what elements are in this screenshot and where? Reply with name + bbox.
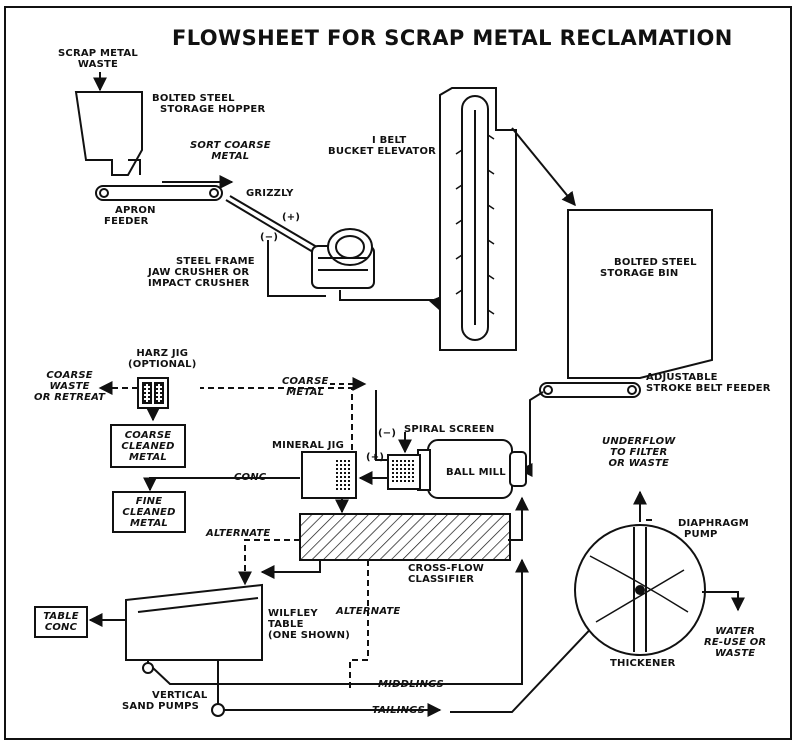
sand-pump-1 [142,662,154,674]
label-screen-minus: (−) [378,428,397,439]
screen-oversize-line [375,390,388,461]
label-ball-mill: BALL MILL [446,467,506,478]
wilfley-table [125,583,263,661]
label-alternate-1: ALTERNATE [206,528,271,539]
label-grizzly-minus: (−) [260,232,279,243]
diagram-frame [4,6,792,740]
crusher-flywheel [327,228,373,266]
apron-roller-left [99,188,109,198]
middlings-line [152,558,529,685]
storage-hopper [74,91,143,176]
crusher-to-elevator [339,290,442,312]
sand-pump-2 [211,703,225,717]
hopper-gate [128,159,141,175]
label-grizzly: GRIZZLY [246,188,294,199]
apron-roller-right [209,188,219,198]
label-alternate-2: ALTERNATE [336,606,401,617]
coarse-metal-dashed [200,387,353,450]
elevator-to-bin [511,127,576,207]
label-conc: CONC [234,472,267,483]
water-arrow [702,591,745,612]
label-mineral-jig: MINERAL JIG [272,440,345,451]
label-spiral-screen: SPIRAL SCREEN [404,424,495,435]
label-middlings: MIDDLINGS [378,679,444,690]
label-tailings: TAILINGS [372,705,425,716]
grizzly-bars [225,199,319,256]
label-harz-jig: HARZ JIG(OPTIONAL) [128,348,197,370]
bucket-elevator [439,87,517,351]
conc-line [143,477,300,492]
label-screen-plus: (+) [366,452,385,463]
elevator-belt [461,95,489,341]
storage-bin [567,209,713,379]
stroke-belt-feeder [539,382,641,398]
cross-flow-classifier [299,513,511,561]
apron-feeder [95,185,223,201]
label-thickener: THICKENER [610,658,676,669]
label-grizzly-plus: (+) [282,212,301,223]
alternate-dashed-1 [238,539,300,586]
page-title: FLOWSHEET FOR SCRAP METAL RECLAMATION [172,26,733,50]
alternate-dashed-2 [349,560,369,690]
grizzly-undersize-line [267,240,326,297]
